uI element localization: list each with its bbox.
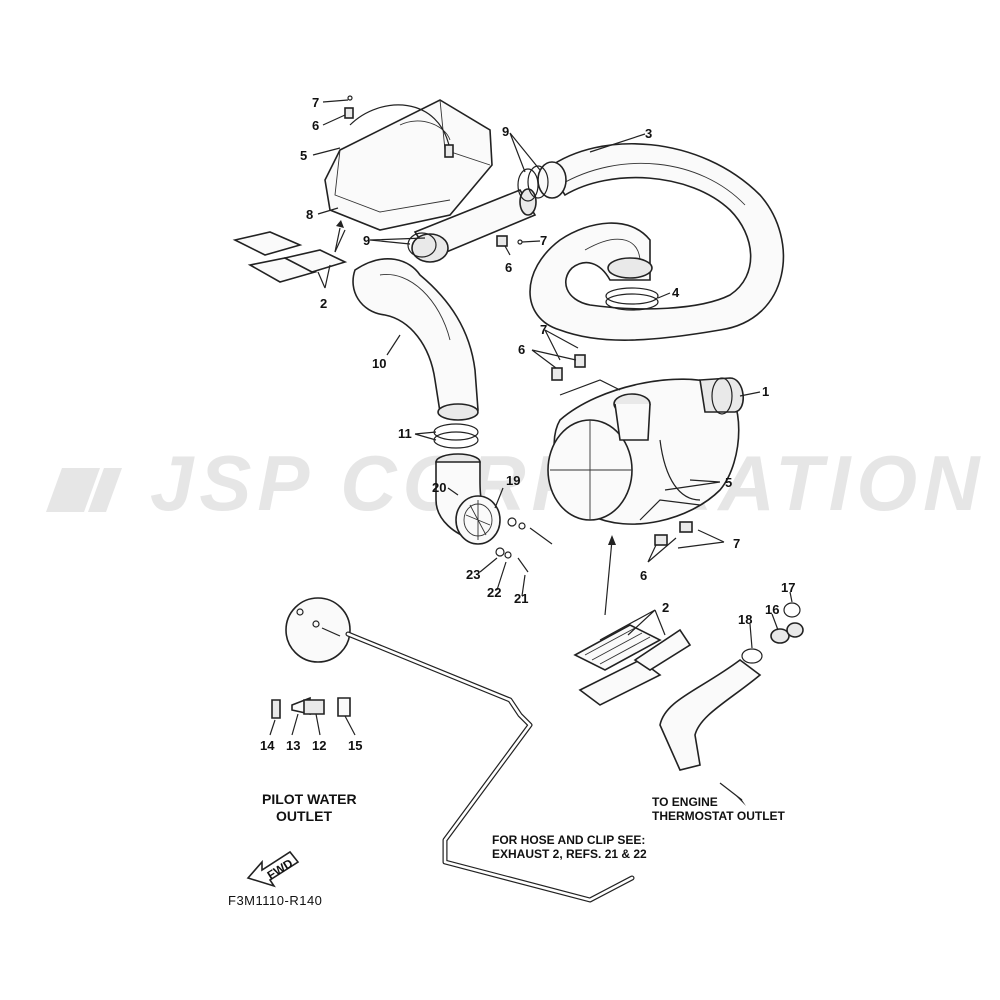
callout-7-right: 7	[733, 536, 740, 551]
notes: PILOT WATER OUTLET FOR HOSE AND CLIP SEE…	[228, 791, 786, 908]
fasteners-19-23	[495, 517, 553, 573]
callout-5-top: 5	[300, 148, 307, 163]
callout-13: 13	[286, 738, 300, 753]
callout-10: 10	[372, 356, 386, 371]
pointer-arrows	[334, 220, 746, 806]
leader-lines	[269, 99, 793, 801]
part-2-pads-left	[232, 231, 348, 283]
hose-note-line1: FOR HOSE AND CLIP SEE:	[492, 833, 645, 847]
part-3-exhaust-pipe	[529, 143, 785, 341]
callout-6-top: 6	[312, 118, 319, 133]
callout-7-left: 7	[540, 322, 547, 337]
figure-code: F3M1110-R140	[228, 893, 322, 908]
callout-labels: 7 6 5 8 3 9 9 7 6 4 2 10 7 6 1 11 5 20 1…	[260, 95, 795, 753]
callout-2-top: 2	[320, 296, 327, 311]
bracket-group	[551, 354, 701, 546]
engine-note-line2: THERMOSTAT OUTLET	[652, 809, 786, 823]
callout-22: 22	[487, 585, 501, 600]
callout-23: 23	[466, 567, 480, 582]
callout-17: 17	[781, 580, 795, 595]
part-2-pads-bottom	[573, 624, 692, 706]
callout-3: 3	[645, 126, 652, 141]
callout-21: 21	[514, 591, 528, 606]
pilot-water-label-line2: OUTLET	[276, 808, 332, 824]
part-20-elbow	[435, 453, 501, 545]
callout-14: 14	[260, 738, 275, 753]
pilot-water-assembly	[285, 597, 635, 903]
small-parts-top	[344, 95, 523, 247]
callout-12: 12	[312, 738, 326, 753]
callout-6-left: 6	[518, 342, 525, 357]
callout-18: 18	[738, 612, 752, 627]
clamp-9-upper	[517, 165, 549, 202]
callout-2-bottom: 2	[662, 600, 669, 615]
callout-19: 19	[506, 473, 520, 488]
callout-4: 4	[672, 285, 680, 300]
pilot-water-label-line1: PILOT WATER	[262, 791, 357, 807]
callout-8: 8	[306, 207, 313, 222]
part-1-muffler	[547, 377, 744, 525]
fwd-arrow-icon: FWD	[246, 850, 300, 888]
callout-9-top: 9	[502, 124, 509, 139]
callout-11: 11	[398, 426, 412, 441]
callout-7-mid: 7	[540, 233, 547, 248]
callout-5-right: 5	[725, 475, 732, 490]
callout-7-top: 7	[312, 95, 319, 110]
callout-1: 1	[762, 384, 769, 399]
hose-note-line2: EXHAUST 2, REFS. 21 & 22	[492, 847, 647, 861]
callout-9-left: 9	[363, 233, 370, 248]
part-8-water-box	[324, 99, 493, 231]
callout-15: 15	[348, 738, 362, 753]
fittings-12-15	[271, 696, 351, 719]
clamp-4	[605, 287, 659, 311]
callout-6-mid: 6	[505, 260, 512, 275]
callout-6-right: 6	[640, 568, 647, 583]
part-10-hose	[352, 232, 479, 421]
engine-note-line1: TO ENGINE	[652, 795, 718, 809]
callout-20: 20	[432, 480, 446, 495]
callout-16: 16	[765, 602, 779, 617]
engine-hose-16-18	[659, 602, 804, 771]
